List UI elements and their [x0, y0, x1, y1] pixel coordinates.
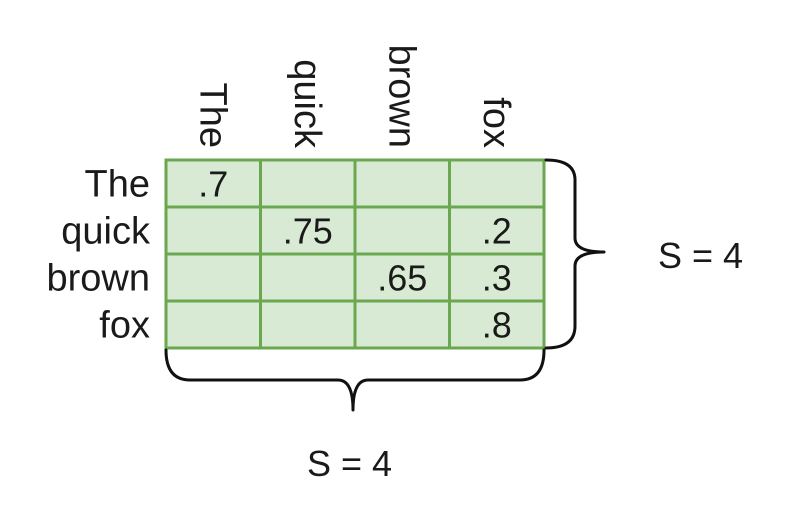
matrix-cell	[448, 299, 546, 350]
bottom-brace	[164, 348, 546, 412]
cell-value: .75	[283, 211, 333, 252]
matrix-cell	[259, 252, 357, 303]
row-label: brown	[47, 258, 151, 300]
row-label: quick	[61, 211, 151, 253]
column-label: The	[191, 83, 233, 148]
cell-value: .8	[482, 305, 512, 346]
matrix-cell	[164, 299, 262, 350]
matrix-cell	[164, 205, 262, 256]
row-labels: The quick brown fox	[47, 164, 151, 347]
matrix-cell	[164, 252, 262, 303]
cell-value: .2	[482, 211, 512, 252]
row-label: The	[85, 164, 150, 206]
matrix-cell	[353, 299, 451, 350]
column-labels: The quick brown fox	[191, 45, 517, 149]
cell-value: .3	[482, 258, 512, 299]
column-label: brown	[380, 45, 422, 149]
matrix-cell	[259, 299, 357, 350]
vertical-dimension-label: S = 4	[658, 235, 743, 276]
column-label: fox	[475, 97, 517, 148]
matrix-cell	[259, 158, 357, 209]
cell-value: .7	[198, 164, 228, 205]
horizontal-dimension-label: S = 4	[307, 443, 392, 484]
cell-value: .65	[377, 258, 427, 299]
matrix-cell	[353, 205, 451, 256]
right-brace	[544, 158, 606, 350]
matrix-grid: .7 .75 .2 .65 .3 .8	[164, 158, 546, 350]
matrix-cell	[448, 158, 546, 209]
column-label: quick	[286, 59, 328, 149]
matrix-cell	[353, 158, 451, 209]
row-label: fox	[99, 305, 150, 347]
